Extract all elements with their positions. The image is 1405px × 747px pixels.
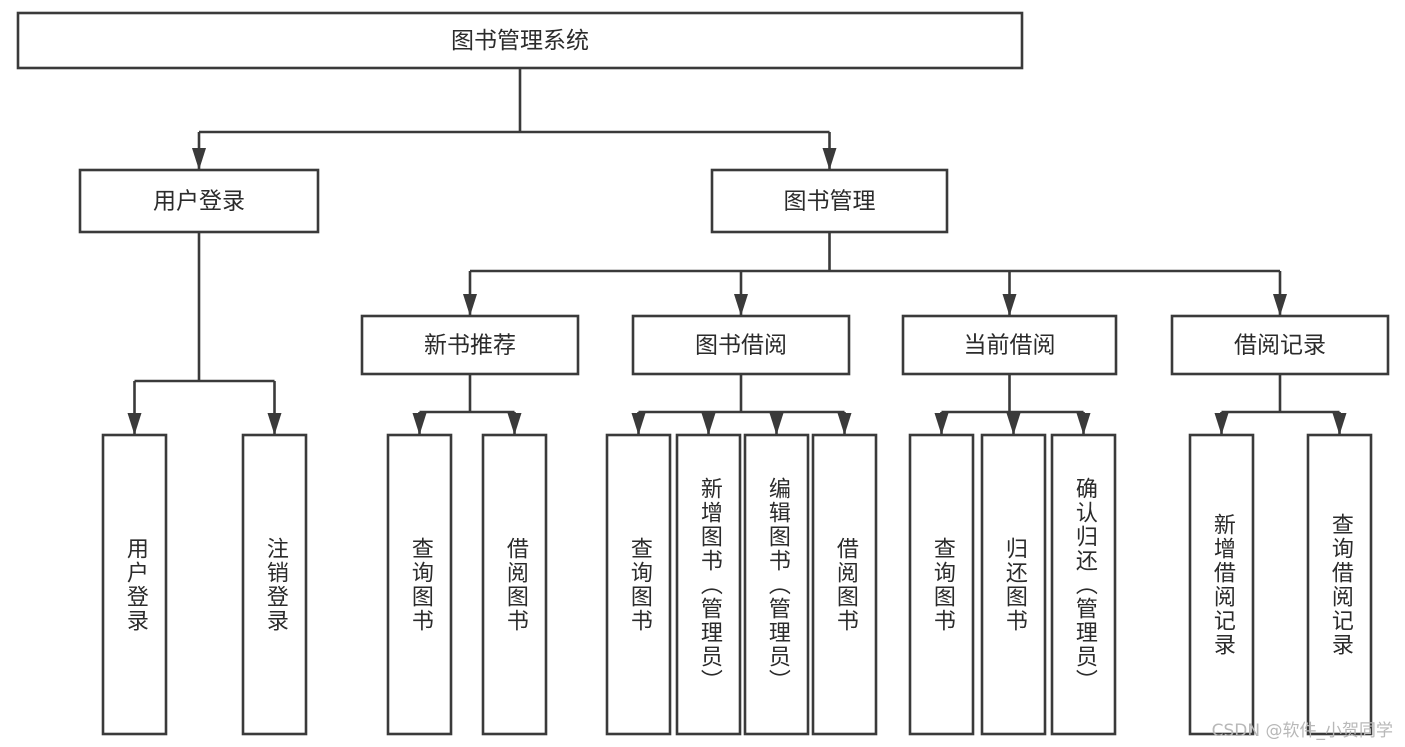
arrow-head-icon [1002, 294, 1017, 316]
node-box-leaf-add-book[interactable] [675, 433, 742, 736]
node-box-layer [16, 11, 1390, 736]
node-label-borrow-record: 借阅记录 [1234, 333, 1326, 359]
node-box-leaf-user-login[interactable] [101, 433, 168, 736]
watermark-text: CSDN @软件_小贺同学 [1211, 721, 1393, 741]
arrow-head-icon [934, 413, 949, 435]
arrow-head-icon [701, 413, 716, 435]
node-box-root[interactable] [16, 11, 1024, 70]
arrow-head-icon [1273, 294, 1287, 316]
node-box-leaf-query-book-b[interactable] [605, 433, 672, 736]
node-box-leaf-return-book[interactable] [980, 433, 1047, 736]
node-box-leaf-borrow-book-b[interactable] [811, 433, 878, 736]
node-box-leaf-query-book-rec[interactable] [386, 433, 453, 736]
node-label-current-borrow: 当前借阅 [964, 333, 1056, 359]
node-box-borrow-record[interactable] [1170, 314, 1390, 376]
arrow-head-icon [631, 413, 646, 435]
node-box-leaf-borrow-book-rec[interactable] [481, 433, 548, 736]
node-box-new-book-rec[interactable] [360, 314, 580, 376]
arrow-head-icon [822, 148, 837, 170]
node-box-book-manage[interactable] [710, 168, 949, 234]
arrow-head-icon [1332, 413, 1347, 435]
node-box-leaf-logout[interactable] [241, 433, 308, 736]
node-box-leaf-confirm-return[interactable] [1050, 433, 1117, 736]
arrow-head-icon [769, 413, 784, 435]
arrow-head-icon [267, 413, 282, 435]
arrow-head-icon [412, 413, 427, 435]
arrow-head-icon [192, 148, 206, 170]
node-label-new-book-rec: 新书推荐 [424, 333, 516, 359]
arrow-head-icon [1214, 413, 1229, 435]
node-label-user-login: 用户登录 [153, 189, 245, 215]
node-label-book-borrow: 图书借阅 [695, 333, 787, 359]
node-box-leaf-query-book-c[interactable] [908, 433, 975, 736]
connector-layer [127, 68, 1347, 435]
arrow-head-icon [507, 413, 522, 435]
node-box-book-borrow[interactable] [631, 314, 851, 376]
node-box-user-login[interactable] [78, 168, 320, 234]
node-label-root: 图书管理系统 [451, 28, 589, 54]
node-box-current-borrow[interactable] [901, 314, 1118, 376]
node-box-leaf-query-record[interactable] [1306, 433, 1373, 736]
arrow-head-icon [127, 413, 142, 435]
arrow-head-icon [1076, 413, 1091, 435]
node-label-book-manage: 图书管理 [784, 189, 876, 215]
node-box-leaf-add-record[interactable] [1188, 433, 1255, 736]
arrow-head-icon [463, 294, 477, 316]
arrow-head-icon [837, 413, 852, 435]
node-box-leaf-edit-book[interactable] [743, 433, 810, 736]
arrow-head-icon [1006, 413, 1021, 435]
arrow-head-icon [734, 294, 748, 316]
